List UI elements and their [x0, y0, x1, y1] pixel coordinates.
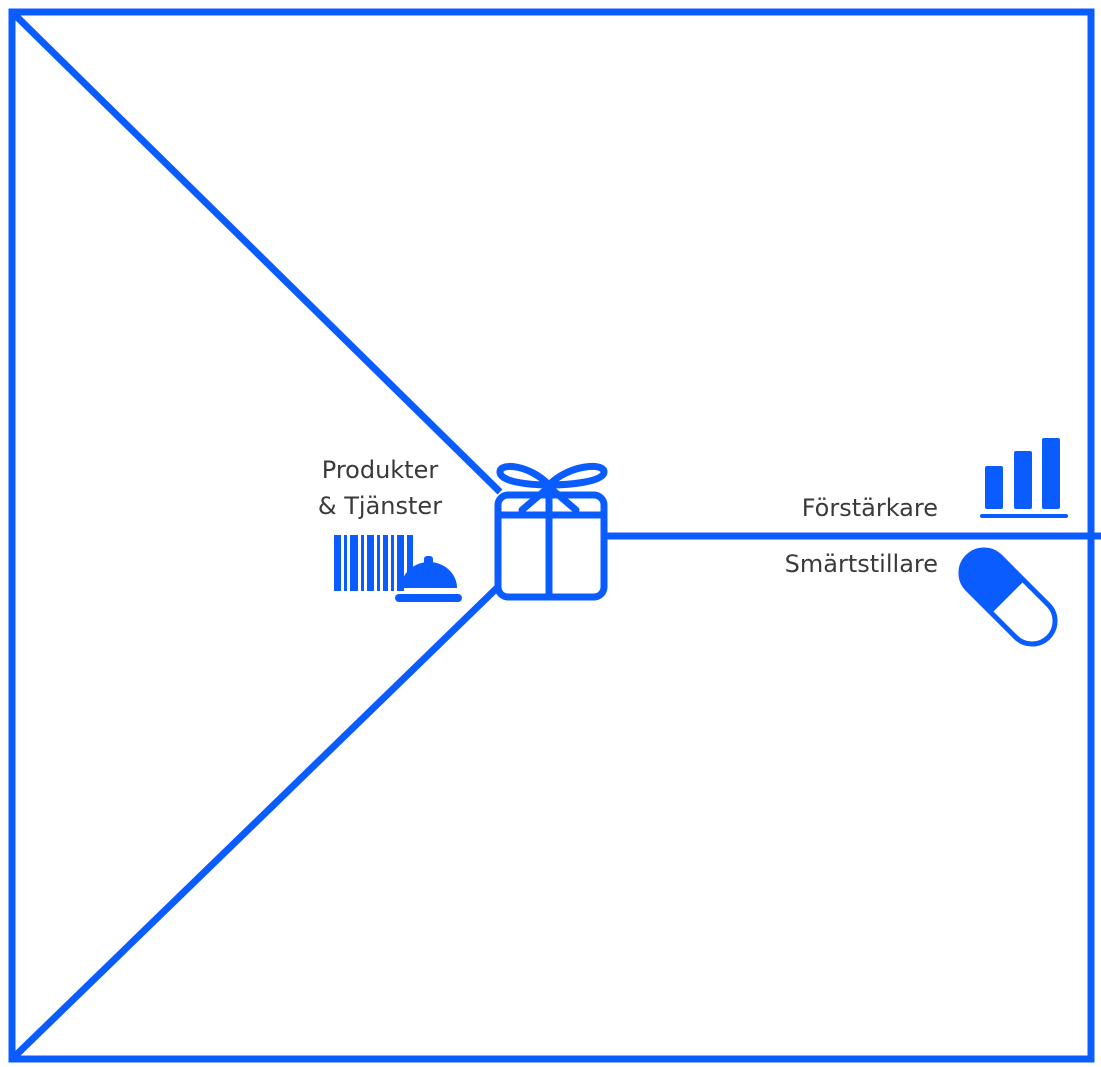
pill-capsule-icon: [958, 547, 1058, 647]
pain-relievers-label: Smärtstillare: [784, 550, 938, 578]
service-bell-icon: [395, 556, 462, 602]
diagonal-bottom: [9, 582, 503, 1062]
barcode-icon: [334, 535, 413, 591]
products-services-label: Produkter & Tjänster: [296, 452, 464, 524]
gift-box-icon: [494, 462, 608, 601]
products-services-line1: Produkter: [321, 456, 439, 484]
diagonal-top: [9, 9, 503, 495]
products-services-line2: & Tjänster: [317, 492, 443, 520]
bar-chart-icon: [980, 438, 1068, 518]
gain-creators-label: Förstärkare: [801, 494, 938, 522]
